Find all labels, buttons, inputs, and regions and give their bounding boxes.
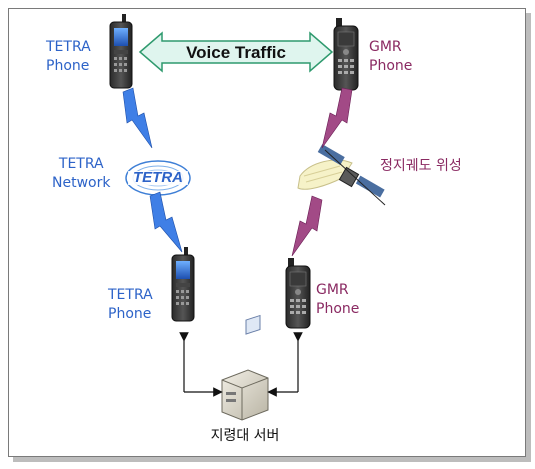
tetra-network-label: TETRA Network: [52, 155, 110, 193]
wireless-link-gmr-top: [321, 87, 353, 149]
wireless-link-gmr-bottom: [291, 195, 323, 257]
gmr-phone-bottom-line2: Phone: [316, 301, 360, 317]
tetra-phone-bottom-line2: Phone: [108, 306, 152, 322]
voice-traffic-banner: [138, 31, 334, 73]
tetra-phone-top-line2: Phone: [46, 58, 90, 74]
satellite-label: 정지궤도 위성: [380, 158, 462, 174]
tetra-network-line2: Network: [52, 175, 111, 191]
gmr-phone-bottom-label: GMR Phone: [316, 281, 359, 319]
gmr-phone-top-line2: Phone: [369, 58, 413, 74]
server-label: 지령대 서버: [210, 428, 280, 444]
tetra-phone-top-line1: TETRA: [46, 39, 91, 55]
server-icon: [221, 314, 269, 421]
server-connection-right: [267, 332, 303, 397]
gmr-phone-bottom-icon: [285, 258, 311, 329]
wireless-link-tetra-bottom: [149, 191, 183, 253]
tetra-network-logo-text: TETRA: [133, 169, 183, 186]
gmr-phone-top-label: GMR Phone: [369, 38, 412, 76]
satellite-icon: [297, 144, 386, 206]
tetra-phone-bottom-label: TETRA Phone: [108, 286, 153, 324]
wireless-link-tetra-top: [122, 87, 153, 149]
server-connection-left: [179, 332, 223, 397]
tetra-phone-top-icon: [109, 14, 133, 89]
gmr-phone-bottom-line1: GMR: [316, 282, 349, 298]
voice-traffic-label: Voice Traffic: [186, 43, 286, 62]
tetra-network-logo: [125, 160, 191, 196]
tetra-phone-top-label: TETRA Phone: [46, 38, 91, 76]
tetra-phone-bottom-icon: [171, 247, 195, 322]
gmr-phone-top-icon: [333, 18, 359, 91]
tetra-network-line1: TETRA: [58, 156, 104, 172]
tetra-phone-bottom-line1: TETRA: [108, 287, 153, 303]
gmr-phone-top-line1: GMR: [369, 39, 402, 55]
